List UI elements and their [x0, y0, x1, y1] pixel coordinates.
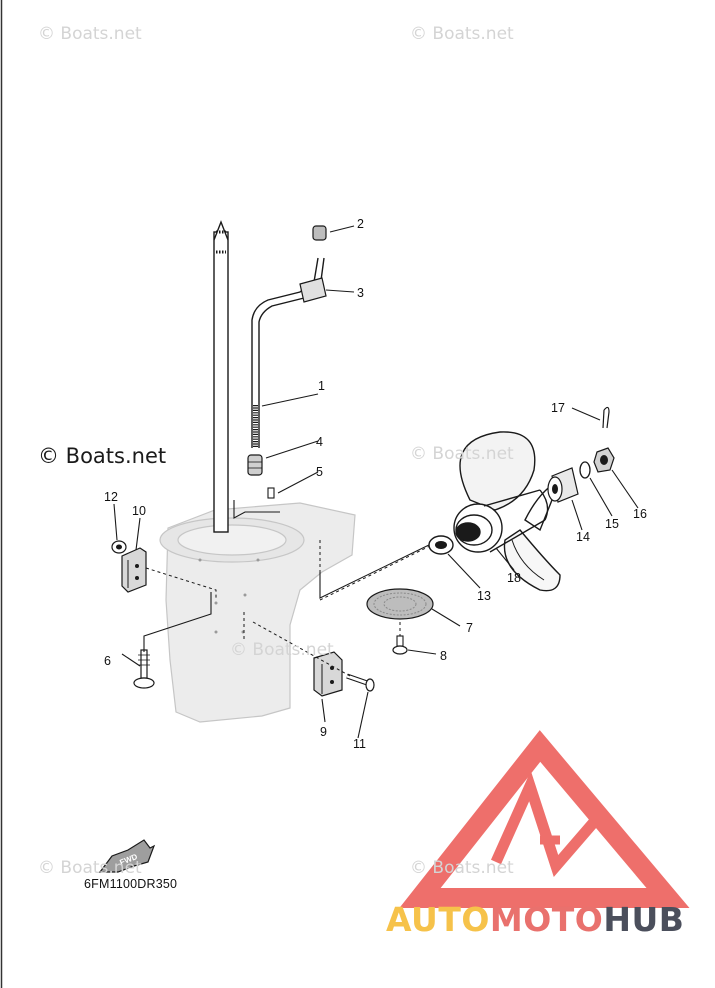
leader-lines [113, 225, 639, 739]
callout-4: 4 [316, 435, 323, 449]
callout-1: 1 [318, 379, 325, 393]
nut-16 [593, 447, 615, 473]
watermark-center: © Boats.net [230, 640, 334, 660]
lower-casing [159, 502, 356, 723]
callout-17: 17 [551, 401, 565, 415]
callout-14: 14 [576, 530, 590, 544]
watermark-main: © Boats.net [38, 444, 167, 468]
watermark-mid-right: © Boats.net [410, 444, 514, 464]
anode-10 [121, 547, 147, 593]
callout-13: 13 [477, 589, 491, 603]
callout-16: 16 [633, 507, 647, 521]
assembly-lines [145, 540, 435, 677]
watermark-top-left: © Boats.net [38, 24, 142, 44]
callout-10: 10 [132, 504, 146, 518]
callout-2: 2 [357, 217, 364, 231]
callout-12: 12 [104, 490, 118, 504]
brand-part-moto: MOTO [489, 900, 604, 939]
casing-top-detail [233, 500, 280, 519]
watermark-bottom-left: © Boats.net [38, 858, 142, 878]
spacer-14 [547, 467, 579, 503]
bolt-11 [346, 673, 375, 692]
brand-wordmark: AUTOMOTOHUB [386, 903, 684, 936]
callout-11: 11 [353, 737, 366, 751]
cotter-pin-17 [602, 406, 610, 429]
brand-part-hub: HUB [603, 900, 685, 939]
callout-8: 8 [440, 649, 447, 663]
callout-18: 18 [507, 571, 521, 585]
nut-12 [111, 540, 127, 554]
grommet-top [312, 225, 327, 241]
watermark-bottom-right: © Boats.net [410, 858, 514, 878]
brand-part-auto: AUTO [386, 900, 490, 939]
bolt-6 [133, 649, 155, 689]
anode-9 [313, 651, 343, 697]
callout-3: 3 [357, 286, 364, 300]
plate-7 [366, 588, 434, 620]
callout-15: 15 [605, 517, 619, 531]
callout-6: 6 [104, 654, 111, 668]
diagram-code: 6FM1100DR350 [84, 877, 178, 891]
callout-7: 7 [466, 621, 473, 635]
fwd-arrow-icon: FWD [98, 839, 156, 873]
water-tube [251, 257, 325, 448]
automotohub-logo-icon [399, 730, 690, 908]
callout-9: 9 [320, 725, 327, 739]
watermark-top-right: © Boats.net [410, 24, 514, 44]
washer-15 [579, 461, 591, 479]
water-tube-holder [299, 277, 327, 303]
callout-5: 5 [316, 465, 323, 479]
grommet-lower [247, 454, 263, 476]
dowel-pin [267, 487, 275, 499]
bolt-8 [392, 635, 408, 655]
assembly-solid-lines [143, 542, 434, 652]
drive-shaft [213, 220, 229, 533]
casing-dots [198, 558, 260, 634]
thrust-washer-13 [428, 535, 454, 555]
